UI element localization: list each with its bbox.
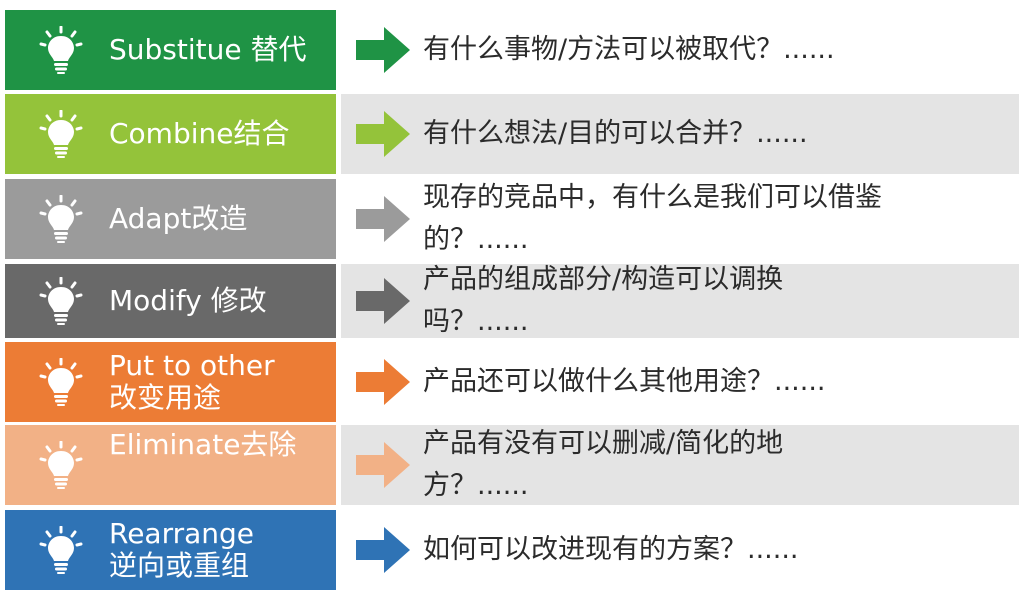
scamper-row: Modify 修改 产品的组成部分/构造可以调换 吗？...... xyxy=(0,264,1024,338)
arrow-right-icon xyxy=(356,27,410,73)
scamper-description: 产品有没有可以删减/简化的地 方？...... xyxy=(423,428,784,501)
scamper-row: Adapt改造 现存的竞品中，有什么是我们可以借鉴 的？...... xyxy=(0,179,1024,259)
scamper-description: 现存的竞品中，有什么是我们可以借鉴 的？...... xyxy=(423,182,882,255)
scamper-description-box: 有什么事物/方法可以被取代？...... xyxy=(341,10,1019,90)
scamper-label-box: Modify 修改 xyxy=(5,264,336,338)
scamper-label: Eliminate去除 xyxy=(109,428,297,461)
arrow-right-icon xyxy=(356,111,410,157)
scamper-label-box: Rearrange 逆向或重组 xyxy=(5,510,336,590)
arrow-right-icon xyxy=(356,359,410,405)
scamper-label: Modify 修改 xyxy=(109,284,267,317)
scamper-description: 有什么想法/目的可以合并？...... xyxy=(423,118,808,149)
scamper-label-box: Substitue 替代 xyxy=(5,10,336,90)
lightbulb-icon xyxy=(39,358,83,406)
scamper-label: Substitue 替代 xyxy=(109,33,307,66)
scamper-row: Combine结合 有什么想法/目的可以合并？...... xyxy=(0,94,1024,174)
arrow-right-icon xyxy=(356,527,410,573)
arrow-right-icon xyxy=(356,442,410,488)
lightbulb-icon xyxy=(39,441,83,489)
scamper-label: Put to other 改变用途 xyxy=(109,349,275,414)
scamper-description-box: 产品还可以做什么其他用途？...... xyxy=(341,342,1019,422)
scamper-label: Combine结合 xyxy=(109,117,290,150)
scamper-description-box: 产品有没有可以删减/简化的地 方？...... xyxy=(341,425,1019,505)
scamper-description-box: 现存的竞品中，有什么是我们可以借鉴 的？...... xyxy=(341,179,1019,259)
lightbulb-icon xyxy=(39,526,83,574)
lightbulb-icon xyxy=(39,110,83,158)
scamper-label: Rearrange 逆向或重组 xyxy=(109,517,255,582)
lightbulb-icon xyxy=(39,26,83,74)
scamper-label-box: Eliminate去除 xyxy=(5,425,336,505)
scamper-label-box: Combine结合 xyxy=(5,94,336,174)
arrow-right-icon xyxy=(356,278,410,324)
scamper-row: Eliminate去除 产品有没有可以删减/简化的地 方？...... xyxy=(0,425,1024,505)
scamper-description: 产品还可以做什么其他用途？...... xyxy=(423,366,826,397)
scamper-description: 产品的组成部分/构造可以调换 吗？...... xyxy=(423,264,784,337)
scamper-description: 如何可以改进现有的方案？...... xyxy=(423,534,799,565)
scamper-description-box: 有什么想法/目的可以合并？...... xyxy=(341,94,1019,174)
scamper-description-box: 如何可以改进现有的方案？...... xyxy=(341,510,1019,590)
scamper-description-box: 产品的组成部分/构造可以调换 吗？...... xyxy=(341,264,1019,338)
scamper-row: Put to other 改变用途 产品还可以做什么其他用途？...... xyxy=(0,342,1024,422)
lightbulb-icon xyxy=(39,277,83,325)
arrow-right-icon xyxy=(356,196,410,242)
scamper-label-box: Adapt改造 xyxy=(5,179,336,259)
scamper-row: Rearrange 逆向或重组 如何可以改进现有的方案？...... xyxy=(0,510,1024,590)
scamper-row: Substitue 替代 有什么事物/方法可以被取代？...... xyxy=(0,10,1024,90)
lightbulb-icon xyxy=(39,195,83,243)
scamper-label-box: Put to other 改变用途 xyxy=(5,342,336,422)
scamper-label: Adapt改造 xyxy=(109,202,248,235)
scamper-description: 有什么事物/方法可以被取代？...... xyxy=(423,34,835,65)
